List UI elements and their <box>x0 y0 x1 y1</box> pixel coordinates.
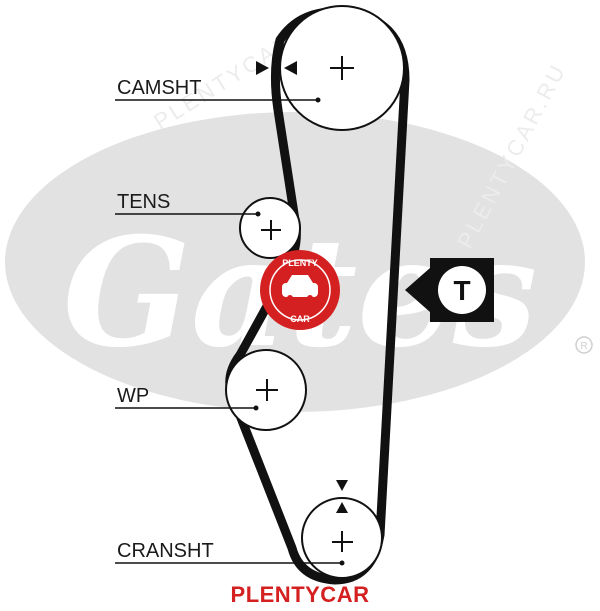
registered-mark-icon <box>575 336 593 354</box>
tensioner-pulley <box>239 197 301 259</box>
water-pump-label: WP <box>117 385 149 407</box>
crankshaft-pulley <box>301 497 383 579</box>
crankshaft-label: CRANSHT <box>117 540 214 562</box>
tensioner-label: TENS <box>117 191 170 213</box>
crankshaft-timing-mark-icon <box>336 480 348 513</box>
tensioner-badge: T <box>405 258 494 322</box>
stamp-top-text: PLENTY <box>282 258 318 268</box>
water-pump-pulley <box>225 349 307 431</box>
camshaft-label: CAMSHT <box>117 77 201 99</box>
plentycar-footer: PLENTYCAR <box>230 582 370 607</box>
stamp-bottom-text: CAR <box>290 314 310 324</box>
svg-text:R: R <box>580 341 587 352</box>
camshaft-pulley <box>279 5 405 131</box>
tensioner-badge-letter: T <box>453 275 470 306</box>
plentycar-stamp-logo: PLENTY CAR <box>260 250 340 330</box>
camshaft-timing-mark-icon <box>256 61 297 75</box>
